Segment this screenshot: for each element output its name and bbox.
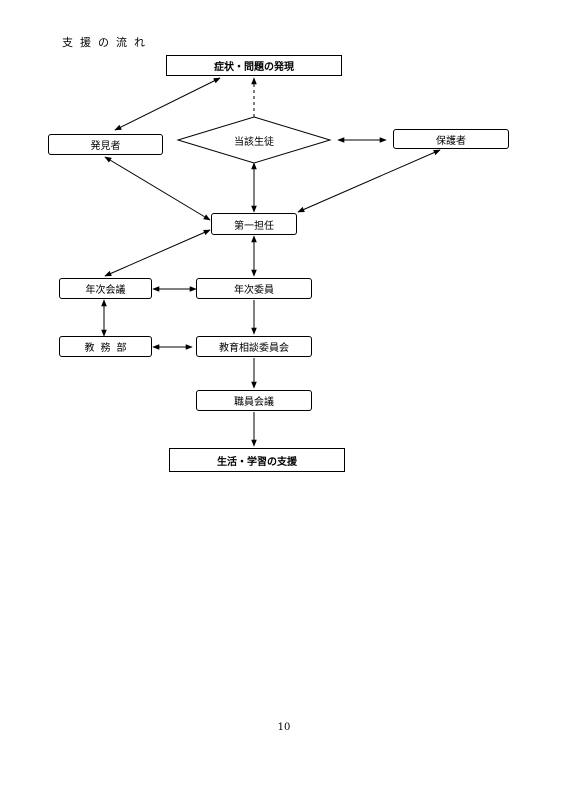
- node-guardian: 保護者: [393, 129, 509, 149]
- page-number: 10: [277, 722, 291, 733]
- arrow-finder-homeroom: [104, 156, 211, 221]
- node-grade-meeting: 年次会議: [59, 278, 152, 299]
- page-heading: 支援の流れ: [62, 36, 152, 49]
- node-counseling-committee: 教育相談委員会: [196, 336, 312, 357]
- node-support: 生活・学習の支援: [169, 448, 345, 472]
- node-grade-committee: 年次委員: [196, 278, 312, 299]
- node-academic-affairs: 教務部: [59, 336, 152, 357]
- node-discovery: 症状・問題の発現: [166, 55, 342, 76]
- arrow-finder-discovery: [114, 77, 221, 131]
- arrow-homeroom-grademeeting: [104, 229, 211, 277]
- node-finder: 発見者: [48, 134, 163, 155]
- node-staff-meeting: 職員会議: [196, 390, 312, 411]
- node-student: 当該生徒: [234, 137, 274, 148]
- node-homeroom: 第一担任: [211, 213, 297, 235]
- arrow-guardian-homeroom: [297, 149, 441, 213]
